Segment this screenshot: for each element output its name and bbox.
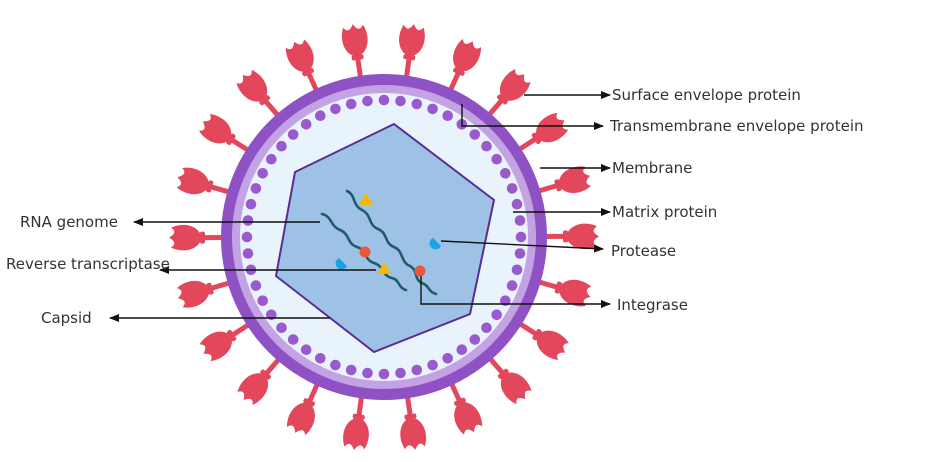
matrix-protein-dot (315, 110, 326, 121)
matrix-protein-dot (506, 183, 518, 194)
matrix-protein-dot (242, 248, 254, 259)
matrix-protein-dot (315, 353, 326, 364)
matrix-protein-dot (469, 334, 481, 345)
matrix-protein-dot (250, 280, 262, 291)
matrix-protein-dot (242, 215, 254, 226)
rna-strand-upper (345, 189, 438, 296)
matrix-protein-dot (506, 280, 518, 291)
matrix-protein-dot (378, 94, 390, 106)
label-transmembrane-envelope-protein: Transmembrane envelope protein (609, 117, 864, 135)
matrix-protein-dot (442, 353, 454, 364)
matrix-protein-dot (245, 198, 257, 210)
matrix-protein-dot (300, 344, 312, 356)
matrix-protein-dot (330, 359, 341, 371)
matrix-protein-dot (241, 231, 253, 243)
reverse-transcriptase-top (359, 193, 373, 205)
matrix-protein-dot (442, 110, 454, 121)
label-protease: Protease (611, 242, 676, 260)
protease-right (429, 238, 441, 250)
matrix-protein-dot (514, 215, 526, 226)
spike-protein (537, 223, 599, 250)
label-reverse-transcriptase: Reverse transcriptase (6, 255, 170, 273)
integrase-right (414, 265, 426, 277)
matrix-protein-dot (250, 183, 262, 194)
matrix-protein-dot (266, 153, 277, 165)
matrix-protein-dot (511, 198, 523, 210)
matrix-protein-dot (345, 98, 357, 110)
matrix-protein-dot (345, 364, 357, 376)
matrix-protein-dot (287, 129, 299, 140)
integrase-left (359, 246, 371, 258)
matrix-protein-dot (411, 364, 423, 376)
label-rna-genome: RNA genome (20, 213, 118, 231)
protease-left (335, 258, 347, 270)
matrix-protein-dot (330, 103, 341, 115)
matrix-protein-layer (241, 94, 527, 380)
matrix-protein-dot (257, 168, 269, 179)
matrix-protein-dot (395, 367, 406, 379)
label-matrix-protein: Matrix protein (612, 203, 717, 221)
matrix-protein-dot (491, 153, 503, 165)
matrix-protein-dot (469, 129, 481, 140)
matrix-protein-dot (481, 322, 492, 334)
matrix-protein-dot (515, 231, 527, 243)
matrix-protein-dot (500, 168, 511, 179)
matrix-protein-dot (395, 95, 406, 107)
arrow-protease (440, 240, 604, 253)
label-surface-envelope-protein: Surface envelope protein (612, 86, 801, 104)
label-capsid: Capsid (41, 309, 92, 327)
arrow-transmembrane-envelope-protein (461, 104, 604, 130)
matrix-protein-dot (514, 248, 526, 259)
spike-protein (169, 224, 231, 251)
reverse-transcriptase-bottom (377, 262, 391, 274)
matrix-protein-dot (491, 309, 503, 321)
matrix-protein-dot (257, 295, 269, 307)
matrix-protein-dot (362, 95, 373, 107)
spike-protein (199, 318, 257, 362)
matrix-protein-dot (276, 140, 287, 152)
label-membrane: Membrane (612, 159, 692, 177)
matrix-protein-dot (287, 334, 299, 345)
matrix-protein-dot (456, 344, 468, 356)
matrix-protein-dot (427, 359, 438, 371)
matrix-protein-dot (427, 103, 438, 115)
matrix-protein-dot (276, 322, 287, 334)
arrow-integrase (420, 276, 611, 308)
matrix-protein-dot (511, 264, 523, 276)
matrix-protein-dot (481, 140, 492, 152)
matrix-protein-dot (362, 367, 373, 379)
matrix-protein-dot (300, 119, 312, 130)
label-integrase: Integrase (617, 296, 688, 314)
matrix-protein-dot (411, 98, 423, 110)
matrix-protein-dot (378, 368, 390, 380)
